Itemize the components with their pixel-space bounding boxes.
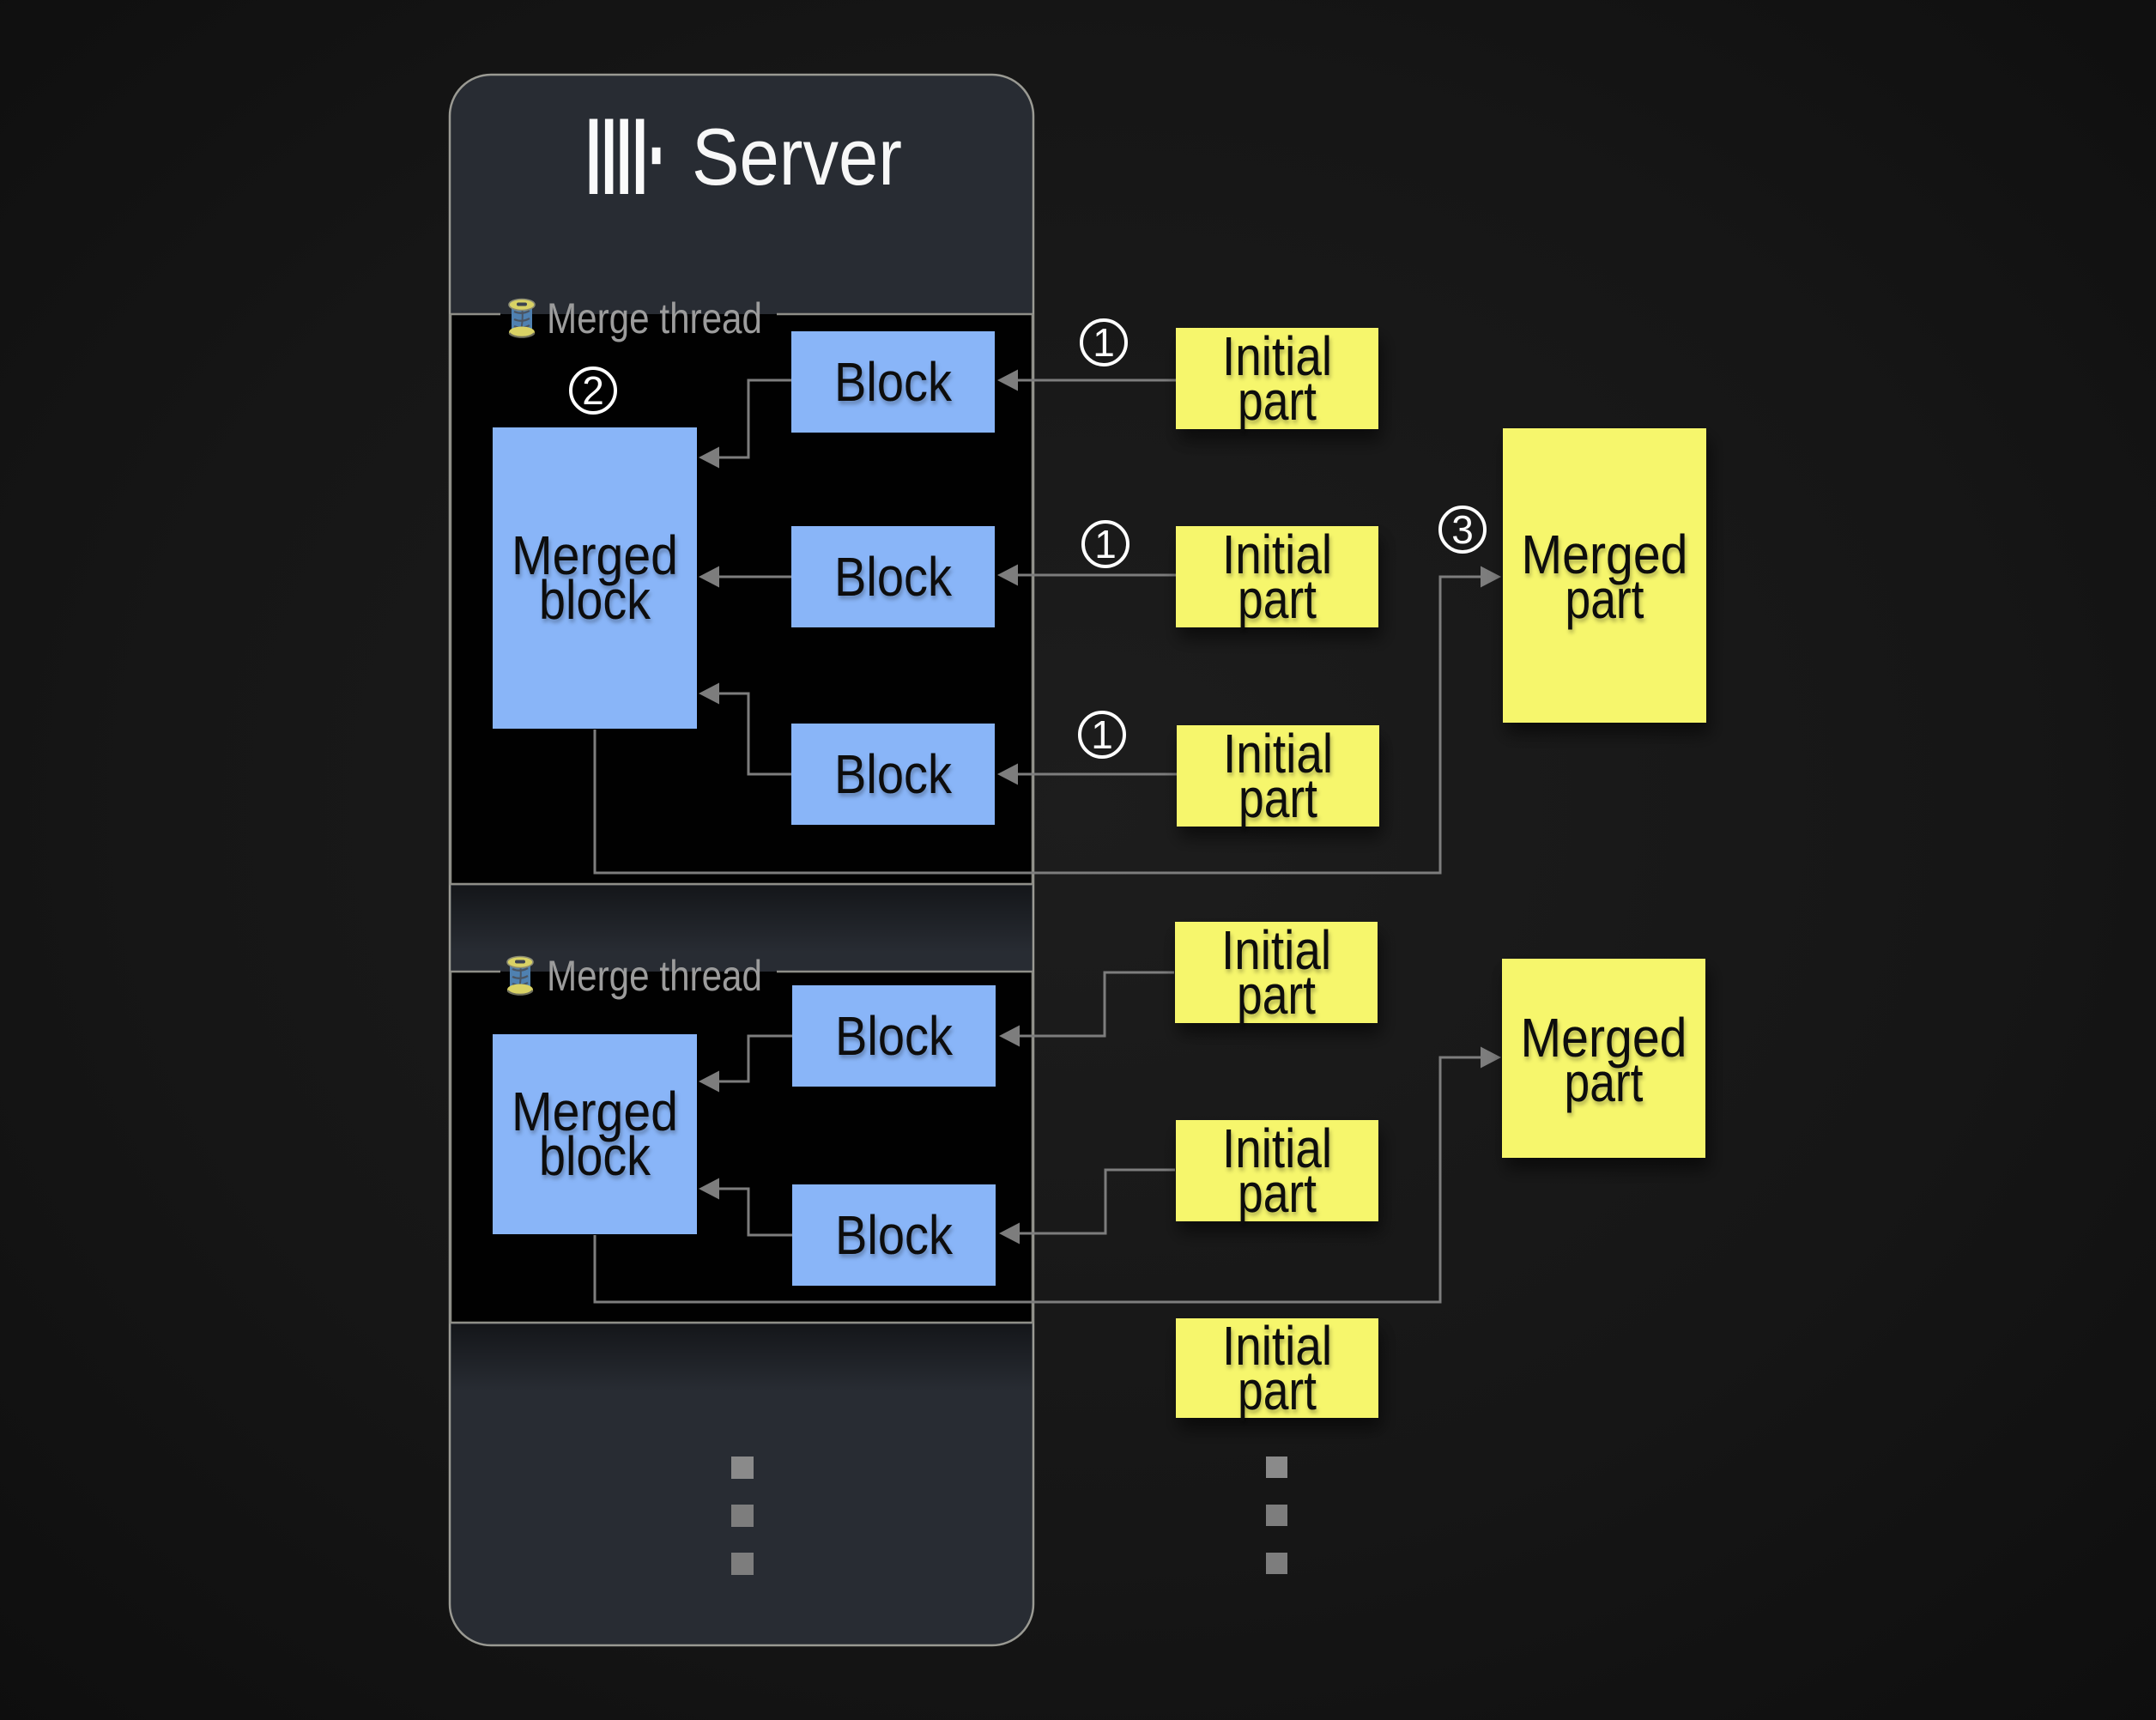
svg-text:Block: Block [834,743,953,805]
svg-text:Merge thread: Merge thread [547,294,762,342]
svg-text:Block: Block [835,1204,954,1266]
svg-text:Merged: Merged [1522,524,1688,585]
svg-text:Block: Block [834,546,953,608]
svg-text:Server: Server [692,112,902,202]
svg-text:part: part [1237,964,1316,1026]
svg-text:Initial: Initial [1222,1117,1332,1179]
svg-text:Initial: Initial [1221,919,1331,981]
svg-text:Block: Block [834,351,953,413]
svg-text:Merged: Merged [512,1081,678,1142]
svg-text:Initial: Initial [1222,524,1332,585]
svg-text:part: part [1566,568,1644,630]
svg-text:Merged: Merged [1521,1007,1687,1069]
svg-text:part: part [1238,1360,1317,1421]
svg-text:part: part [1238,1162,1317,1224]
svg-text:part: part [1238,568,1317,630]
svg-text:part: part [1238,767,1317,829]
svg-text:block: block [539,1125,651,1187]
svg-text:Initial: Initial [1222,325,1332,387]
svg-text:1: 1 [1091,712,1113,757]
svg-text:Merge thread: Merge thread [547,952,762,1000]
svg-text:Initial: Initial [1222,1315,1332,1377]
svg-text:1: 1 [1094,522,1117,566]
svg-text:part: part [1565,1051,1644,1113]
svg-text:2: 2 [582,368,604,413]
svg-text:Initial: Initial [1223,723,1333,784]
svg-text:1: 1 [1093,320,1115,365]
svg-text:3: 3 [1451,507,1474,552]
svg-text:part: part [1238,370,1317,432]
svg-text:Block: Block [835,1005,954,1067]
svg-text:Merged: Merged [512,524,678,586]
svg-text:block: block [539,569,651,631]
